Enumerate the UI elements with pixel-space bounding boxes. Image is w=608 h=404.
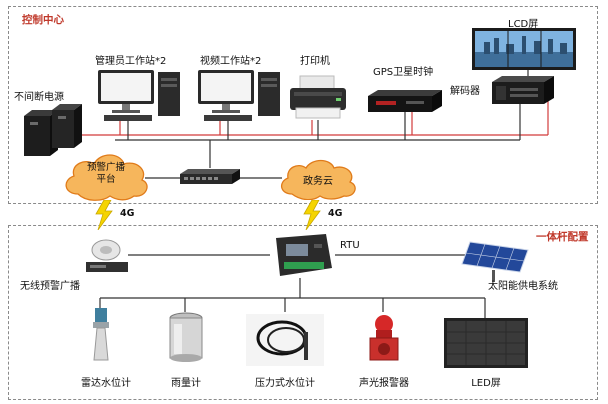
rtu-icon	[276, 234, 332, 276]
pressure-level-gauge-icon	[246, 314, 324, 366]
network-switch-icon	[180, 169, 240, 184]
pressure-level-gauge-label: 压力式水位计	[255, 378, 315, 389]
lte-right-label: 4G	[328, 208, 343, 219]
ups-label: 不间断电源	[14, 92, 64, 103]
wireless-broadcast-label: 无线预警广播	[20, 281, 80, 292]
rain-gauge-label: 雨量计	[171, 378, 201, 389]
decoder-icon	[492, 76, 554, 104]
siren-icon	[369, 315, 399, 361]
alarm-platform-cloud-icon	[65, 154, 148, 201]
radar-level-gauge-label: 雷达水位计	[81, 378, 131, 389]
gov-cloud-icon	[281, 159, 356, 200]
rain-gauge-icon	[169, 312, 203, 362]
admin-workstation-icon	[98, 70, 180, 121]
video-workstation-label: 视频工作站*2	[200, 56, 262, 67]
pole-config-region	[8, 225, 598, 400]
pole-config-title: 一体杆配置	[536, 231, 589, 243]
gps-clock-label: GPS卫星时钟	[373, 67, 434, 78]
led-screen-label: LED屏	[471, 378, 501, 389]
solar-power-label: 太阳能供电系统	[488, 281, 558, 292]
gov-cloud-label: 政务云	[303, 176, 333, 187]
control-center-title: 控制中心	[22, 14, 64, 26]
alarm-platform-label: 预警广播 平台	[86, 162, 126, 185]
lightning-left-icon	[95, 200, 113, 230]
siren-label: 声光报警器	[359, 378, 409, 389]
printer-label: 打印机	[300, 56, 330, 67]
admin-workstation-label: 管理员工作站*2	[95, 56, 167, 67]
ups-icon	[24, 104, 82, 156]
lcd-screen-icon	[472, 28, 576, 70]
control-center-region	[8, 6, 598, 204]
solar-panel-icon	[461, 241, 529, 282]
lcd-screen-label: LCD屏	[508, 19, 539, 30]
wireless-broadcast-icon	[86, 239, 128, 272]
led-screen-icon	[444, 318, 528, 368]
radar-level-gauge-icon	[93, 308, 109, 361]
rtu-label: RTU	[340, 240, 360, 251]
video-workstation-icon	[198, 70, 280, 121]
lightning-right-icon	[303, 200, 321, 230]
decoder-label: 解码器	[450, 86, 480, 97]
lte-left-label: 4G	[120, 208, 135, 219]
gps-clock-icon	[368, 90, 442, 112]
printer-icon	[290, 75, 346, 119]
